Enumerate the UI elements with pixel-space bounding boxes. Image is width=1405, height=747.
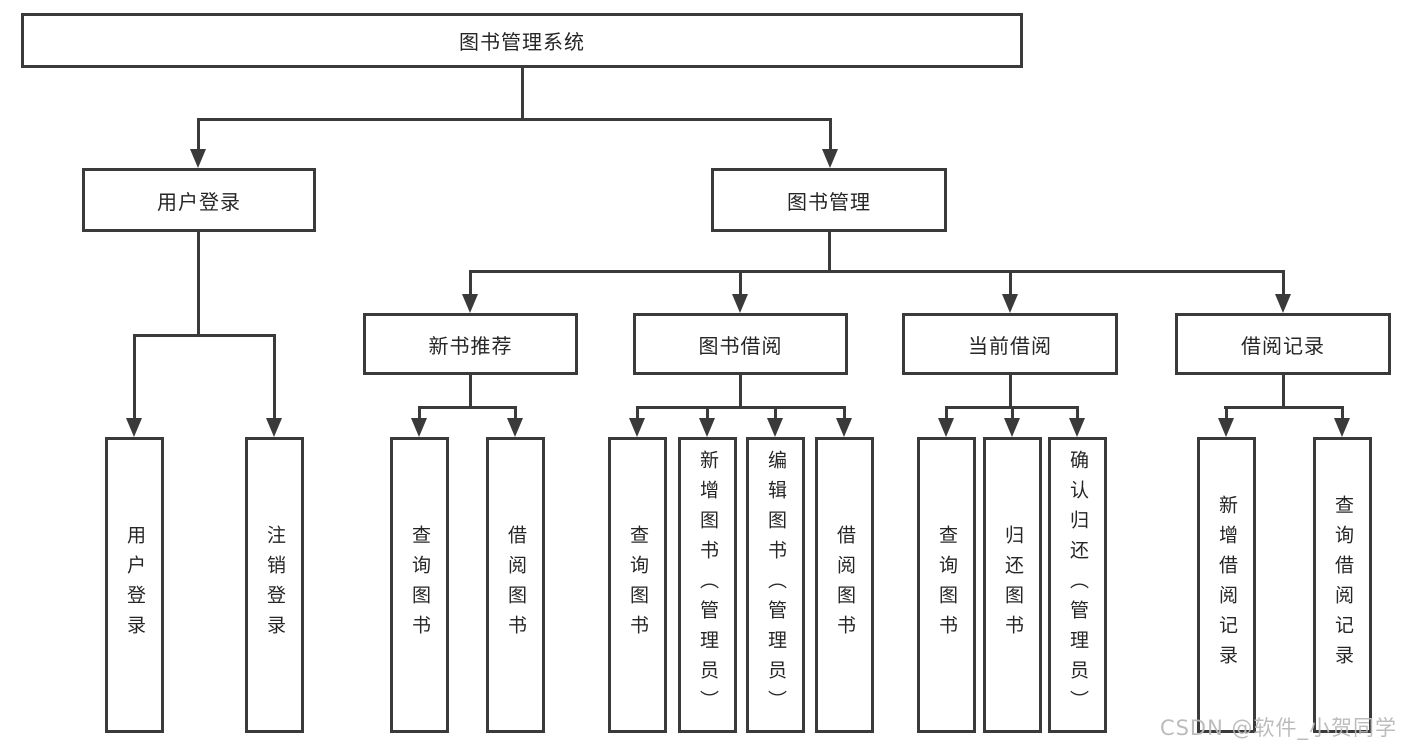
arrow-down-icon bbox=[1069, 418, 1085, 437]
connector-line bbox=[1224, 406, 1344, 409]
connector-line bbox=[705, 406, 709, 419]
node-new-book-recommendation: 新书推荐 bbox=[363, 313, 578, 375]
connector-line bbox=[738, 375, 742, 409]
arrow-down-icon bbox=[699, 418, 715, 437]
connector-line bbox=[133, 334, 276, 337]
arrow-down-icon bbox=[190, 149, 206, 168]
connector-line bbox=[773, 406, 777, 419]
csdn-watermark: CSDN @软件_小贺同学 bbox=[1159, 716, 1397, 740]
arrow-down-icon bbox=[767, 418, 783, 437]
leaf-cb-return-books: 归还图书 bbox=[983, 437, 1042, 733]
arrow-down-icon bbox=[507, 418, 523, 437]
connector-line bbox=[636, 406, 846, 409]
connector-line bbox=[828, 118, 832, 150]
leaf-bb-borrow-books: 借阅图书 bbox=[815, 437, 874, 733]
leaf-br-add-record: 新增借阅记录 bbox=[1197, 437, 1256, 733]
connector-line bbox=[1010, 406, 1014, 419]
connector-line bbox=[513, 406, 517, 419]
connector-line bbox=[520, 68, 524, 121]
connector-line bbox=[196, 118, 200, 150]
arrow-down-icon bbox=[938, 418, 954, 437]
node-book-borrowing: 图书借阅 bbox=[633, 313, 848, 375]
arrow-down-icon bbox=[1004, 418, 1020, 437]
leaf-logout: 注销登录 bbox=[245, 437, 304, 733]
arrow-down-icon bbox=[822, 149, 838, 168]
leaf-br-query-record: 查询借阅记录 bbox=[1313, 437, 1372, 733]
connector-line bbox=[1340, 406, 1344, 419]
connector-line bbox=[272, 334, 276, 419]
arrow-down-icon bbox=[1334, 418, 1350, 437]
arrow-down-icon bbox=[266, 418, 282, 437]
connector-line bbox=[842, 406, 846, 419]
arrow-down-icon bbox=[126, 418, 142, 437]
connector-line bbox=[469, 270, 1285, 273]
arrow-down-icon bbox=[1002, 294, 1018, 313]
leaf-bb-query-books: 查询图书 bbox=[608, 437, 667, 733]
connector-line bbox=[1281, 375, 1285, 409]
connector-line bbox=[738, 270, 742, 295]
connector-line bbox=[1008, 270, 1012, 295]
arrow-down-icon bbox=[836, 418, 852, 437]
connector-line bbox=[196, 232, 200, 337]
node-current-borrowing: 当前借阅 bbox=[902, 313, 1118, 375]
node-user-login: 用户登录 bbox=[82, 168, 316, 232]
leaf-cb-confirm-return-admin: 确认归还（管理员） bbox=[1048, 437, 1107, 733]
arrow-down-icon bbox=[1275, 294, 1291, 313]
leaf-bb-add-books-admin: 新增图书（管理员） bbox=[678, 437, 737, 733]
arrow-down-icon bbox=[732, 294, 748, 313]
node-root-library-management-system: 图书管理系统 bbox=[21, 13, 1023, 68]
connector-line bbox=[417, 406, 421, 419]
arrow-down-icon bbox=[1218, 418, 1234, 437]
arrow-down-icon bbox=[629, 418, 645, 437]
leaf-user-login: 用户登录 bbox=[105, 437, 164, 733]
arrow-down-icon bbox=[462, 294, 478, 313]
connector-line bbox=[827, 232, 831, 273]
leaf-rec-query-books: 查询图书 bbox=[390, 437, 449, 733]
leaf-rec-borrow-books: 借阅图书 bbox=[486, 437, 545, 733]
connector-line bbox=[1008, 375, 1012, 409]
node-borrowing-records: 借阅记录 bbox=[1175, 313, 1391, 375]
leaf-bb-edit-books-admin: 编辑图书（管理员） bbox=[746, 437, 805, 733]
leaf-cb-query-books: 查询图书 bbox=[917, 437, 976, 733]
connector-line bbox=[132, 334, 136, 419]
connector-line bbox=[945, 406, 1079, 409]
connector-line bbox=[468, 270, 472, 295]
connector-line bbox=[1224, 406, 1228, 419]
node-book-management: 图书管理 bbox=[711, 168, 947, 232]
arrow-down-icon bbox=[411, 418, 427, 437]
connector-line bbox=[197, 118, 831, 121]
connector-line bbox=[635, 406, 639, 419]
connector-line bbox=[1281, 270, 1285, 295]
connector-line bbox=[468, 375, 472, 409]
connector-line bbox=[1075, 406, 1079, 419]
connector-line bbox=[944, 406, 948, 419]
connector-line bbox=[418, 406, 517, 409]
